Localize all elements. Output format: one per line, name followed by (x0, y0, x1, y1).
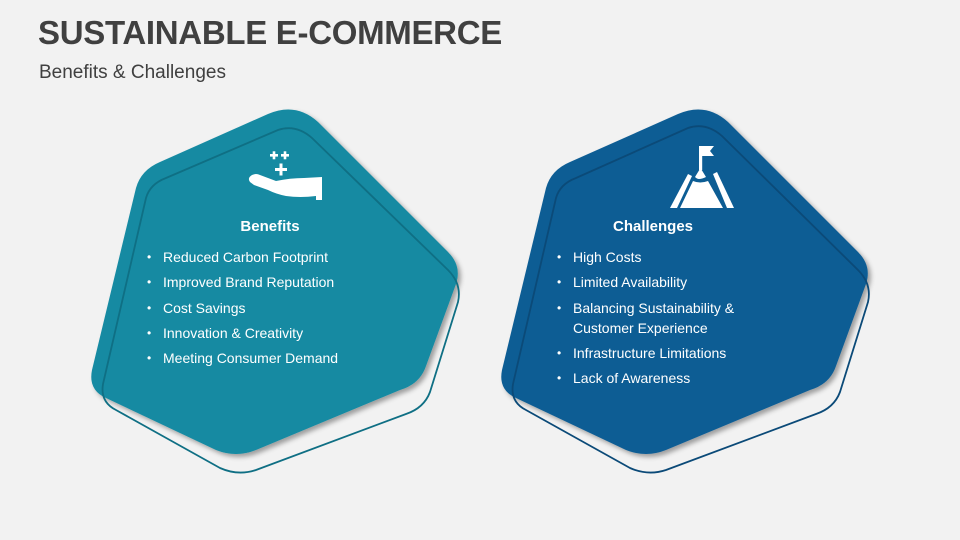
list-item: •Limited Availability (557, 274, 688, 291)
mountain-flag-icon (668, 144, 748, 208)
list-item: •Innovation & Creativity (147, 324, 304, 341)
hand-with-sparkles-icon (246, 148, 326, 212)
benefits-outline (101, 127, 460, 474)
list-item: •Balancing Sustainability & (557, 299, 735, 316)
list-item: •Lack of Awareness (557, 370, 691, 387)
challenges-list: •High Costs •Limited Availability •Balan… (556, 247, 734, 393)
page-title: SUSTAINABLE E-COMMERCE (38, 14, 502, 51)
challenges-heading: Challenges (612, 218, 694, 235)
benefits-heading: Benefits (240, 218, 300, 235)
list-item: •Improved Brand Reputation (147, 274, 335, 291)
page-subtitle: Benefits & Challenges (39, 62, 226, 83)
benefits-shape (91, 109, 458, 454)
list-item: •Reduced Carbon Footprint (147, 249, 328, 265)
challenges-shape (501, 109, 868, 454)
benefits-list: •Reduced Carbon Footprint •Improved Bran… (146, 247, 338, 373)
list-item: •High Costs (557, 249, 642, 265)
list-item: •Cost Savings (147, 299, 246, 316)
challenges-outline (511, 125, 870, 474)
list-item: •Infrastructure Limitations (557, 344, 727, 361)
list-item: •Meeting Consumer Demand (147, 350, 339, 367)
list-item-continuation: Customer Experience (573, 319, 708, 336)
